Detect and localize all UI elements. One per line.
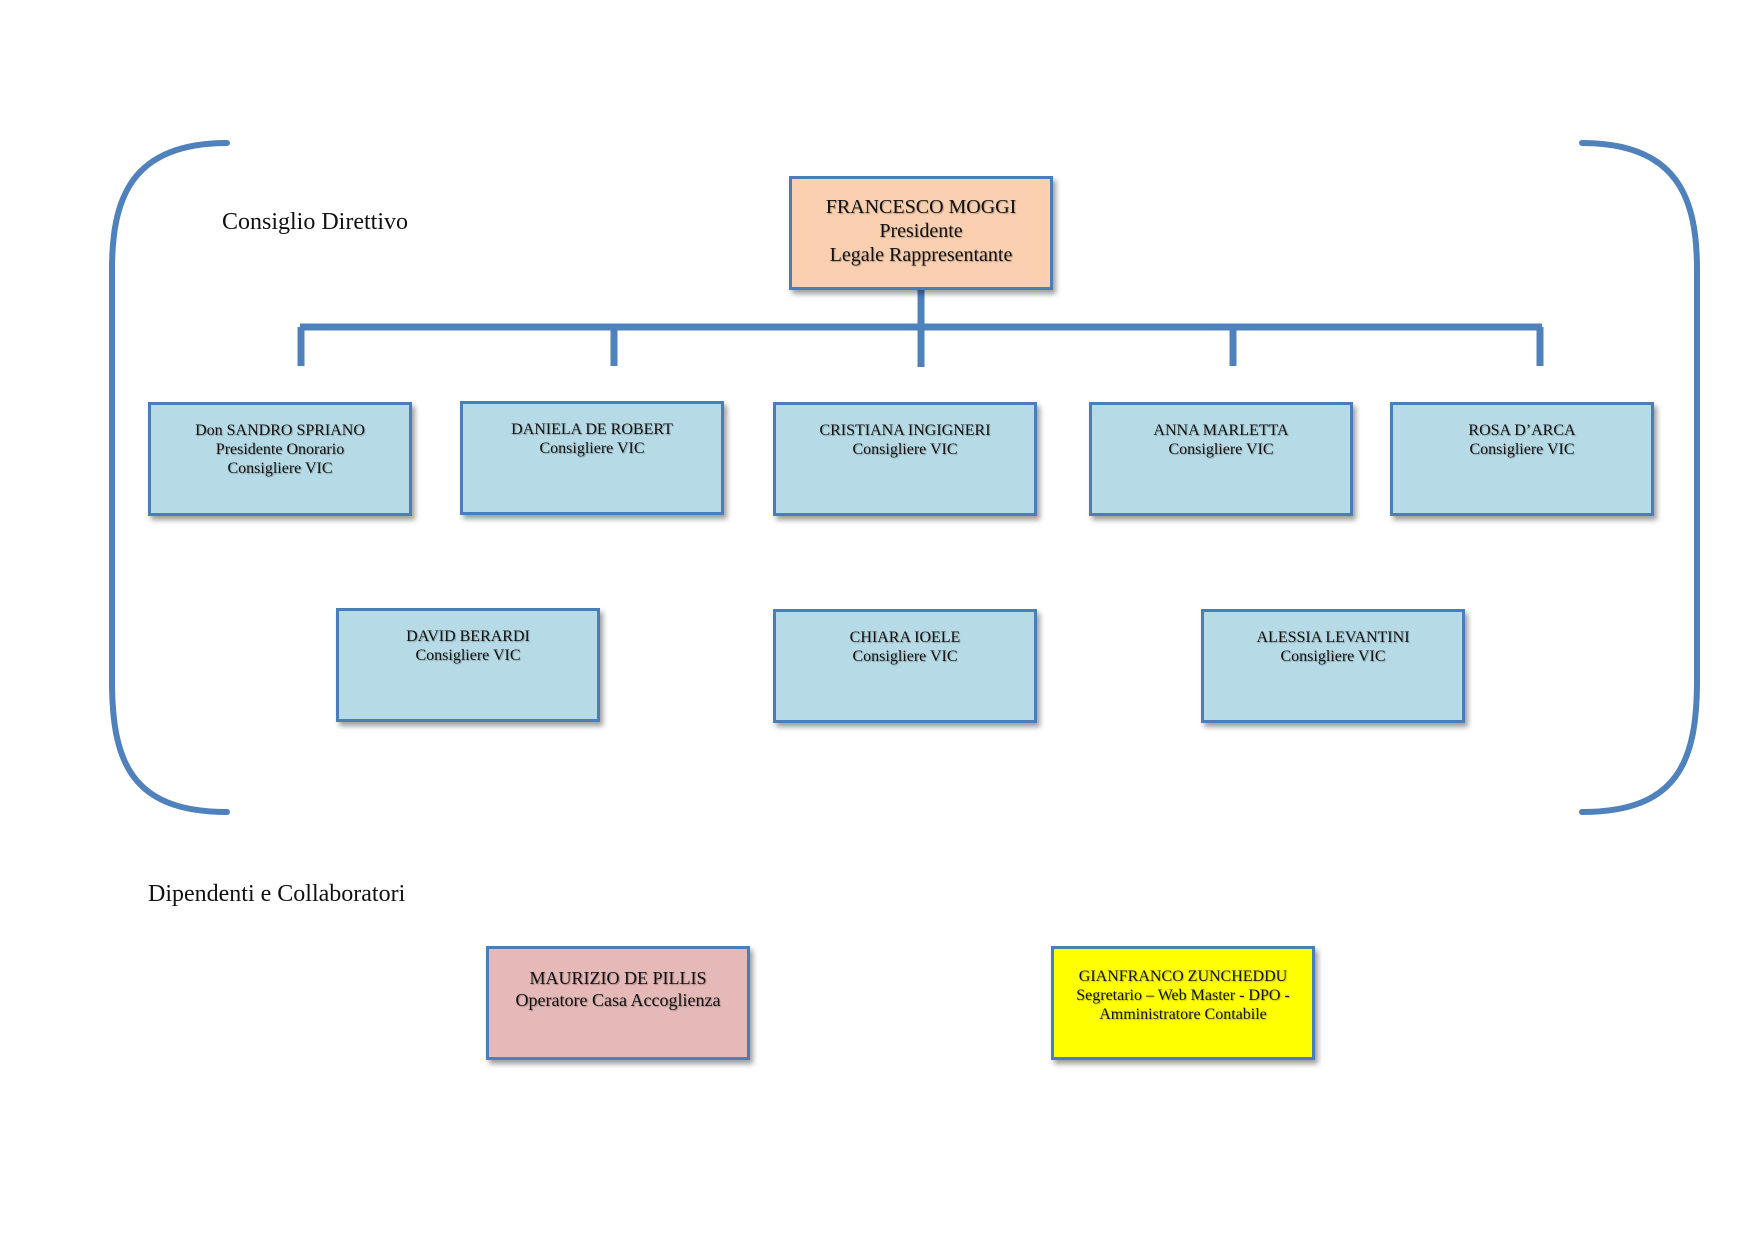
member-role2: Consigliere VIC	[227, 460, 333, 477]
member-box-darca: ROSA D’ARCA Consigliere VIC	[1390, 402, 1654, 516]
member-box-de-robert: DANIELA DE ROBERT Consigliere VIC	[460, 401, 724, 515]
member-name: CRISTIANA INGIGNERI	[819, 422, 991, 439]
member-box-marletta: ANNA MARLETTA Consigliere VIC	[1089, 402, 1353, 516]
member-box-levantini: ALESSIA LEVANTINI Consigliere VIC	[1201, 609, 1465, 723]
member-role: Consigliere VIC	[1168, 441, 1274, 458]
member-name: ANNA MARLETTA	[1153, 422, 1289, 439]
member-box-berardi: DAVID BERARDI Consigliere VIC	[336, 608, 600, 722]
member-name: Don SANDRO SPRIANO	[195, 422, 365, 439]
staff-role: Operatore Casa Accoglienza	[515, 990, 721, 1010]
member-role: Presidente Onorario	[215, 441, 345, 458]
member-role: Consigliere VIC	[539, 440, 645, 457]
president-role2: Legale Rappresentante	[829, 244, 1013, 266]
board-section-title: Consiglio Direttivo	[222, 209, 408, 235]
member-role: Consigliere VIC	[1280, 648, 1386, 665]
right-bracket	[1579, 140, 1700, 815]
member-name: ALESSIA LEVANTINI	[1256, 629, 1410, 646]
staff-role2: Amministratore Contabile	[1099, 1006, 1267, 1023]
staff-name: MAURIZIO DE PILLIS	[529, 968, 707, 988]
staff-box-de-pillis: MAURIZIO DE PILLIS Operatore Casa Accogl…	[486, 946, 750, 1060]
member-role: Consigliere VIC	[415, 647, 521, 664]
member-box-spriano: Don SANDRO SPRIANO Presidente Onorario C…	[148, 402, 412, 516]
member-box-ioele: CHIARA IOELE Consigliere VIC	[773, 609, 1037, 723]
left-bracket	[109, 140, 230, 815]
staff-section-title: Dipendenti e Collaboratori	[148, 881, 406, 907]
staff-box-zuncheddu: GIANFRANCO ZUNCHEDDU Segretario – Web Ma…	[1051, 946, 1315, 1060]
president-name: FRANCESCO MOGGI	[825, 196, 1017, 218]
president-role: Presidente	[879, 220, 963, 242]
member-box-ingigneri: CRISTIANA INGIGNERI Consigliere VIC	[773, 402, 1037, 516]
member-name: DAVID BERARDI	[406, 628, 530, 645]
member-name: CHIARA IOELE	[849, 629, 961, 646]
member-role: Consigliere VIC	[852, 648, 958, 665]
member-role: Consigliere VIC	[852, 441, 958, 458]
president-box: FRANCESCO MOGGI Presidente Legale Rappre…	[789, 176, 1053, 290]
staff-name: GIANFRANCO ZUNCHEDDU	[1078, 968, 1288, 985]
member-name: ROSA D’ARCA	[1468, 422, 1576, 439]
member-role: Consigliere VIC	[1469, 441, 1575, 458]
staff-role: Segretario – Web Master - DPO -	[1076, 987, 1290, 1004]
member-name: DANIELA DE ROBERT	[511, 421, 673, 438]
